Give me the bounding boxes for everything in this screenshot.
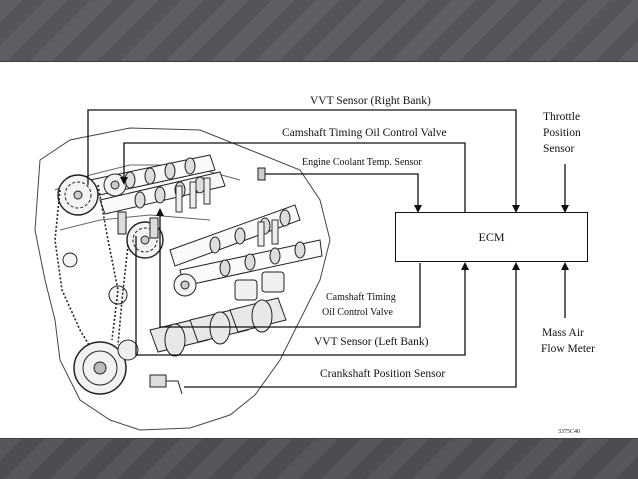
top-frame-edge <box>0 61 638 62</box>
wire-ocv-left <box>156 208 421 328</box>
label-maf-line1: Mass Air <box>542 327 584 339</box>
ecm-label: ECM <box>478 230 505 244</box>
label-ocv-left-line1: Camshaft Timing <box>326 292 396 303</box>
wire-crank <box>184 262 520 388</box>
label-tps-line1: Throttle <box>543 111 581 123</box>
engine-illustration <box>34 127 331 431</box>
top-frame-band <box>0 0 638 62</box>
label-vvt-left: VVT Sensor (Left Bank) <box>314 336 429 348</box>
label-ocv-top: Camshaft Timing Oil Control Valve <box>282 127 447 139</box>
label-crank-sensor: Crankshaft Position Sensor <box>320 368 446 380</box>
bottom-frame-edge <box>0 438 638 439</box>
label-maf-line2: Flow Meter <box>541 343 595 355</box>
label-tps-line2: Position <box>543 127 581 139</box>
wire-ocv-top <box>120 142 466 212</box>
label-vvt-right: VVT Sensor (Right Bank) <box>310 95 431 107</box>
signal-wires <box>87 109 569 388</box>
label-ocv-left-line2: Oil Control Valve <box>322 307 393 318</box>
wire-vvt-right <box>87 109 520 213</box>
label-coolant-sensor: Engine Coolant Temp. Sensor <box>302 157 422 168</box>
ecm-box: ECM <box>395 212 588 262</box>
wire-vvt-left <box>135 236 469 356</box>
bottom-frame-band <box>0 438 638 479</box>
wire-coolant <box>265 173 422 213</box>
figure-code: 3375C40 <box>558 429 581 435</box>
label-tps-line3: Sensor <box>543 143 575 155</box>
